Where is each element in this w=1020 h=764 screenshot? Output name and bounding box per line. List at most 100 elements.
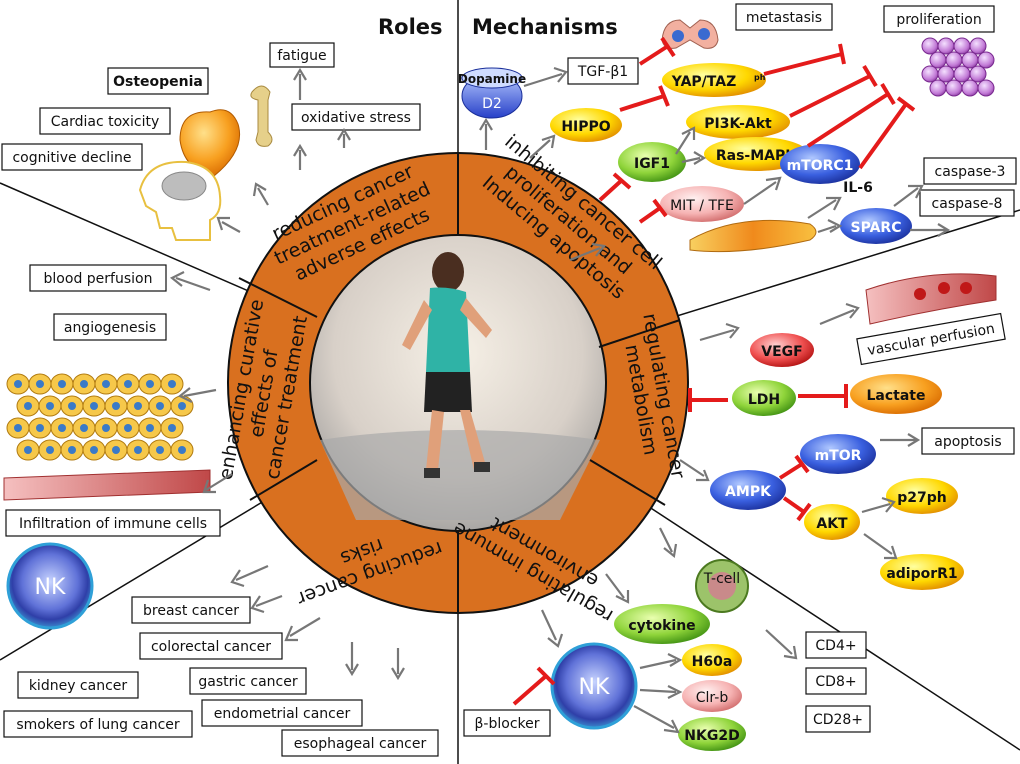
- mtorc1-label: mTORC1: [787, 158, 854, 174]
- kidney-label: kidney cancer: [29, 678, 128, 694]
- sparc-pill: [840, 208, 912, 244]
- cardiac-label: Cardiac toxicity: [51, 114, 160, 130]
- blood-perfusion-box: [29, 264, 167, 292]
- hippo-label: HIPPO: [561, 119, 610, 135]
- cd8-box: [805, 667, 867, 695]
- cytokine-pill: [614, 604, 710, 644]
- vegf-pill: [750, 333, 814, 367]
- casp8-box: [919, 189, 1015, 217]
- cell-cluster-icon: [921, 37, 995, 97]
- cd28-box: [805, 705, 871, 733]
- nkg2d-label: NKG2D: [684, 728, 739, 744]
- risks-section: breast cancer colorectal cancer kidney c…: [3, 564, 439, 757]
- ampk-pill: [710, 470, 786, 510]
- smokers-label: smokers of lung cancer: [16, 717, 180, 733]
- roles-heading: Roles: [378, 15, 443, 39]
- metabolism-red-inhibitors: [688, 384, 848, 522]
- ldh-pill: [732, 380, 796, 416]
- adipor-pill: [880, 554, 964, 590]
- mechanisms-heading: Mechanisms: [472, 15, 618, 39]
- tcell-label: T-cell: [703, 571, 740, 587]
- lactate-label: Lactate: [867, 388, 926, 404]
- h60a-label: H60a: [692, 654, 733, 670]
- ampk-label: AMPK: [725, 484, 772, 500]
- esophageal-label: esophageal cancer: [294, 736, 427, 752]
- casp3-label: caspase-3: [935, 164, 1006, 180]
- mit-label: MIT / TFE: [670, 198, 734, 214]
- vegf-label: VEGF: [761, 344, 802, 360]
- risks-arrows: [230, 564, 405, 681]
- cardiac-box: [39, 107, 171, 135]
- p27-label: p27ph: [897, 490, 947, 506]
- gastric-label: gastric cancer: [198, 674, 298, 690]
- nk-cell-mech-icon: [550, 642, 638, 730]
- casp3-box: [923, 157, 1017, 185]
- pi3k-pill: [686, 105, 790, 139]
- smokers-box: [3, 710, 193, 738]
- infiltration-label: Infiltration of immune cells: [19, 516, 207, 532]
- runner-icon: [402, 252, 492, 478]
- endometrial-box: [201, 699, 363, 727]
- yap-sub-label: ph: [754, 73, 766, 82]
- muscle-icon: [689, 219, 817, 253]
- esophageal-box: [281, 729, 439, 757]
- nkg2d-pill: [678, 717, 746, 751]
- igf1-pill: [618, 142, 686, 182]
- kidney-box: [17, 671, 139, 699]
- beta-blocker-label: β-blocker: [474, 716, 539, 732]
- inhibiting-red-inhibitors: [598, 36, 916, 224]
- immune-gray-arrows: [541, 527, 798, 734]
- proliferation-box: [883, 5, 995, 33]
- osteopenia-box: [107, 67, 209, 95]
- sparc-label: SPARC: [851, 220, 902, 236]
- ring-spokes: [238, 153, 681, 613]
- mtor-label: mTOR: [815, 448, 862, 464]
- casp8-label: caspase-8: [932, 196, 1003, 212]
- yap-pill: [662, 63, 766, 97]
- vascular-box: [856, 312, 1006, 366]
- inhibiting-gray-arrows: [479, 66, 951, 262]
- d2-label: D2: [482, 96, 502, 112]
- nk-cell-mech-label: NK: [579, 675, 610, 700]
- clrb-label: Clr-b: [696, 690, 729, 706]
- curative-section: blood perfusion angiogenesis Infiltratio…: [3, 264, 233, 630]
- il6-label: IL-6: [843, 180, 873, 196]
- angiogenesis-label: angiogenesis: [64, 320, 156, 336]
- nk-cell-label: NK: [35, 575, 66, 600]
- dopamine-label: Dopamine: [458, 72, 526, 86]
- yap-label: YAP/TAZ: [671, 74, 736, 90]
- central-ring: reducing cancer treatment-related advers…: [215, 130, 689, 626]
- tumor-cluster-icon: [6, 373, 194, 461]
- cd4-box: [805, 631, 867, 659]
- breast-label: breast cancer: [143, 603, 239, 619]
- clrb-pill: [682, 680, 742, 712]
- adverse-effects-section: fatigue Osteopenia Cardiac toxicity oxid…: [1, 42, 421, 241]
- curative-arrows: [169, 271, 233, 494]
- colorectal-box: [139, 632, 283, 660]
- cd28-label: CD28+: [813, 712, 863, 728]
- inhibiting-section: metastasis proliferation TGF-β1 Dopamine…: [458, 3, 1017, 262]
- infiltration-box: [5, 509, 221, 537]
- adverse-arrows: [216, 67, 351, 233]
- immune-section: T-cell cytokine CD4+ CD8+ CD28+ NK H60a …: [463, 527, 871, 751]
- metastasis-label: metastasis: [746, 10, 822, 26]
- cognitive-box: [1, 143, 143, 171]
- bone-icon: [250, 85, 273, 147]
- pi3k-label: PI3K-Akt: [704, 116, 772, 132]
- colorectal-label: colorectal cancer: [151, 639, 271, 655]
- osteopenia-label: Osteopenia: [113, 74, 203, 90]
- blood-perfusion-label: blood perfusion: [44, 271, 153, 287]
- blood-vessel-icon: [865, 273, 997, 325]
- beta-blocker-box: [463, 709, 551, 737]
- nk-cell-icon: [6, 542, 94, 630]
- h60a-pill: [682, 644, 742, 676]
- fatigue-box: [269, 42, 335, 68]
- cd4-label: CD4+: [815, 638, 856, 654]
- metastasis-box: [735, 3, 833, 31]
- metabolism-gray-arrows: [679, 302, 921, 560]
- akt-label: AKT: [816, 516, 848, 532]
- tgf-label: TGF-β1: [577, 64, 628, 80]
- akt-pill: [804, 504, 860, 540]
- mtor-pill: [800, 434, 876, 474]
